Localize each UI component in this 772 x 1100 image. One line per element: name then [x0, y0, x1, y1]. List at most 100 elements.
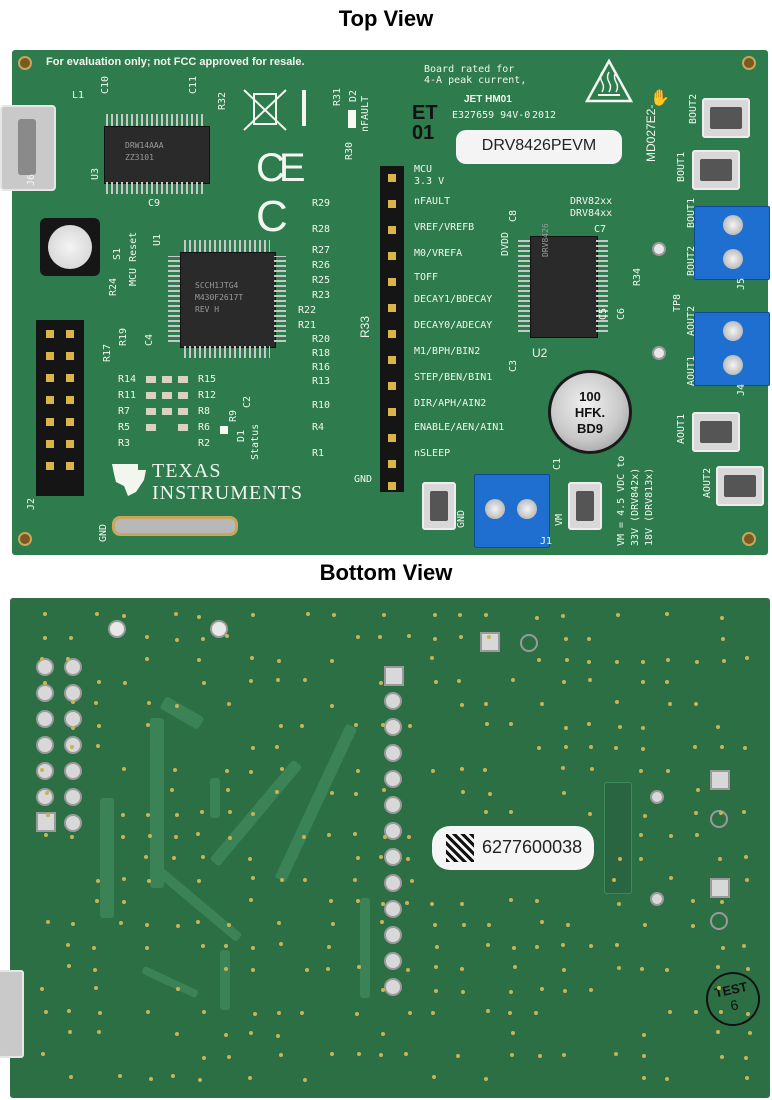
via: [277, 1011, 281, 1015]
sig-nfault: nFAULT: [414, 196, 451, 207]
via: [562, 680, 566, 684]
via: [460, 767, 464, 771]
via: [641, 680, 645, 684]
via: [251, 746, 255, 750]
via: [430, 656, 434, 660]
aout1-pad[interactable]: [692, 412, 740, 452]
mcu-pins: [184, 346, 270, 358]
via: [67, 964, 71, 968]
j4-a-output-terminal[interactable]: [694, 312, 770, 386]
msp430-mcu: SCCH1JTG4 M430F2617T REV H: [180, 252, 276, 348]
via: [430, 902, 434, 906]
via: [122, 900, 126, 904]
via: [227, 923, 231, 927]
via: [745, 1076, 749, 1080]
ref-d2: D2: [348, 89, 359, 102]
via: [200, 810, 204, 814]
via: [145, 923, 149, 927]
ref-j6: J6: [26, 173, 37, 186]
via: [693, 745, 697, 749]
via: [564, 637, 568, 641]
aout2-pad[interactable]: [716, 466, 764, 506]
ref-c7: C7: [594, 224, 607, 235]
j5-b-output-terminal[interactable]: [694, 206, 770, 280]
via: [566, 923, 570, 927]
via: [511, 678, 515, 682]
via: [44, 1010, 48, 1014]
ref-r33: R33: [358, 315, 372, 338]
via: [149, 1077, 153, 1081]
via: [435, 945, 439, 949]
via: [587, 660, 591, 664]
ref-bout2-b: BOUT2: [686, 245, 697, 276]
via: [251, 812, 255, 816]
via: [666, 769, 670, 773]
bout1-pad[interactable]: [692, 150, 740, 190]
via: [665, 1077, 669, 1081]
j2-jtag-header[interactable]: [36, 320, 84, 496]
via: [614, 1052, 618, 1056]
serial-number-label: 6277600038: [432, 826, 594, 870]
via: [612, 878, 616, 882]
status-led: [220, 426, 228, 434]
usb-connector[interactable]: [0, 105, 56, 191]
via: [248, 857, 252, 861]
via: [432, 1075, 436, 1079]
ref-r10: R10: [312, 400, 331, 411]
serial-number: 6277600038: [482, 837, 583, 857]
via: [303, 878, 307, 882]
datamatrix-barcode-icon: [446, 834, 474, 862]
via: [121, 835, 125, 839]
via: [43, 636, 47, 640]
driver-variant-84: DRV84xx: [570, 208, 613, 219]
via: [357, 965, 361, 969]
mount-hole: [742, 532, 756, 546]
via: [665, 968, 669, 972]
bout2-pad[interactable]: [702, 98, 750, 138]
ref-j5: J5: [736, 277, 747, 290]
via: [665, 680, 669, 684]
via: [535, 616, 539, 620]
via: [540, 702, 544, 706]
ti-logo-texas: TEXAS: [152, 460, 222, 482]
via: [617, 966, 621, 970]
via: [98, 1011, 102, 1015]
ref-u2: U2: [532, 346, 548, 360]
via: [43, 612, 47, 616]
sig-decay0: DECAY0/ADECAY: [414, 320, 493, 331]
mcu-pins: [184, 240, 270, 252]
via: [614, 746, 618, 750]
via: [249, 770, 253, 774]
via: [745, 878, 749, 882]
via: [486, 1009, 490, 1013]
via: [404, 1052, 408, 1056]
via: [275, 790, 279, 794]
via: [67, 1009, 71, 1013]
via: [280, 767, 284, 771]
et-number: 01: [412, 122, 435, 144]
via: [617, 902, 621, 906]
via: [43, 681, 47, 685]
via: [484, 810, 488, 814]
via: [721, 637, 725, 641]
sig-dir: DIR/APH/AIN2: [414, 398, 487, 409]
via: [147, 701, 151, 705]
test-point[interactable]: [652, 242, 666, 256]
via: [540, 987, 544, 991]
via: [148, 834, 152, 838]
via: [718, 857, 722, 861]
j1-power-terminal[interactable]: [474, 474, 550, 548]
via: [201, 637, 205, 641]
gnd-pad[interactable]: [422, 482, 456, 530]
mcu-reset-button[interactable]: [40, 218, 100, 276]
via: [535, 899, 539, 903]
test-point[interactable]: [652, 346, 666, 360]
ground-wire-loop[interactable]: [112, 516, 238, 536]
vm-pad[interactable]: [568, 482, 602, 530]
via: [460, 902, 464, 906]
ce-mark-icon: CE: [256, 146, 306, 190]
mcu-signal-header[interactable]: [380, 166, 404, 492]
via: [228, 810, 232, 814]
mcu-reset-label: MCU Reset: [128, 231, 139, 286]
via: [459, 635, 463, 639]
